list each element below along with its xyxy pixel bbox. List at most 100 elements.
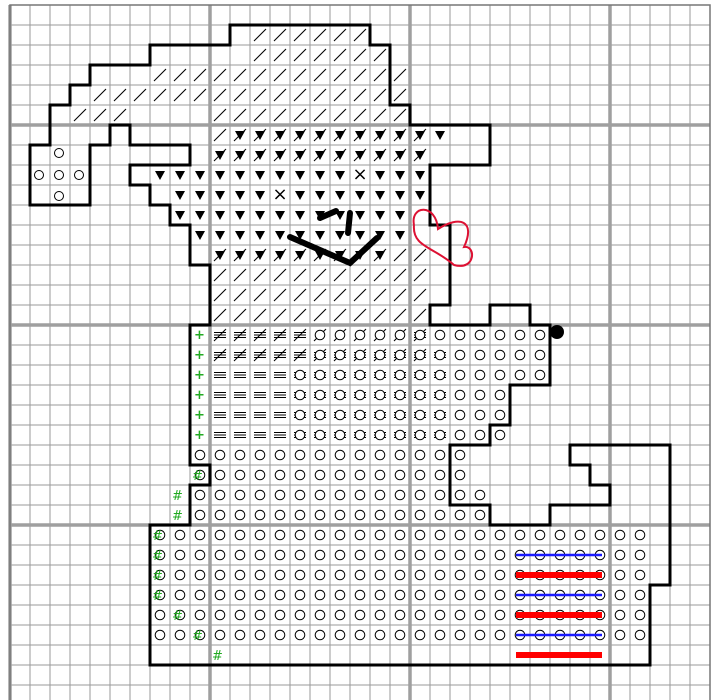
circle-stitch [475,550,485,560]
circle-stitch [315,510,325,520]
slash-stitch [134,89,146,101]
circle-stitch [615,530,625,540]
circle-stitch [355,530,365,540]
circle-stitch [395,510,405,520]
circle-stitch [455,450,465,460]
circle-stitch [375,630,385,640]
slash-stitch [374,289,386,301]
pompom-stitch [55,171,64,180]
circle-stitch [235,570,245,580]
triangle-stitch [375,211,385,220]
circle-stitch [295,630,305,640]
circle-stitch [215,510,225,520]
circle-stitch [415,390,425,400]
circle-stitch [275,570,285,580]
triangle-stitch [295,211,305,220]
circle-stitch [275,610,285,620]
slash-stitch [354,29,366,41]
circle-stitch [375,370,385,380]
circle-stitch [455,570,465,580]
circle-stitch [375,570,385,580]
slash-stitch [354,309,366,321]
slash-stitch [354,69,366,81]
slash-stitch [334,309,346,321]
circle-stitch [295,550,305,560]
circle-stitch [335,630,345,640]
slash-stitch [314,109,326,121]
slash-stitch [254,49,266,61]
slash-stitch [294,89,306,101]
circle-stitch [515,350,525,360]
circle-stitch [255,630,265,640]
circle-stitch [615,550,625,560]
circle-stitch [395,370,405,380]
pompom-stitch [35,171,44,180]
slash-stitch [294,289,306,301]
eye-cross: × [352,164,367,185]
triangle-stitch [335,231,345,240]
circle-stitch [435,510,445,520]
circle-stitch [475,350,485,360]
circle-stitch [375,330,385,340]
hash-edge-symbol: # [152,529,163,544]
hash-edge-symbol: # [212,649,223,664]
circle-stitch [475,370,485,380]
slash-stitch [174,89,186,101]
slash-stitch [234,269,246,281]
slash-stitch [374,269,386,281]
circle-stitch [375,430,385,440]
hash-edge-symbol: # [192,629,203,644]
circle-stitch [315,610,325,620]
circle-stitch [435,390,445,400]
slash-stitch [214,89,226,101]
slash-stitch [274,109,286,121]
triangle-stitch [275,211,285,220]
slash-stitch [394,309,406,321]
circle-stitch [195,590,205,600]
slash-stitch [354,269,366,281]
circle-stitch [415,350,425,360]
slash-stitch [194,69,206,81]
triangle-stitch [335,191,345,200]
hash-edge-symbol: # [192,469,203,484]
circle-stitch [455,470,465,480]
circle-stitch [435,490,445,500]
circle-stitch [315,390,325,400]
triangle-stitch [175,171,185,180]
slash-stitch [374,49,386,61]
circle-stitch [315,570,325,580]
slash-stitch [314,49,326,61]
circle-stitch [355,570,365,580]
circle-stitch [415,510,425,520]
circle-stitch [255,570,265,580]
circle-stitch [295,470,305,480]
circle-stitch [195,450,205,460]
triangle-stitch [395,171,405,180]
circle-stitch [395,330,405,340]
circle-stitch [275,630,285,640]
triangle-stitch [215,191,225,200]
circle-stitch [415,570,425,580]
circle-stitch [315,630,325,640]
circle-stitch [475,610,485,620]
circle-stitch [295,490,305,500]
circle-stitch [235,510,245,520]
circle-stitch [215,450,225,460]
circle-stitch [315,410,325,420]
slash-stitch [254,269,266,281]
circle-stitch [615,630,625,640]
circle-stitch [495,330,505,340]
circle-stitch [375,470,385,480]
circle-stitch [415,630,425,640]
circle-stitch [435,410,445,420]
circle-stitch [395,570,405,580]
circle-stitch [455,370,465,380]
circle-stitch [235,590,245,600]
circle-stitch [195,610,205,620]
slash-stitch [254,89,266,101]
triangle-stitch [195,231,205,240]
circle-stitch [495,430,505,440]
slash-stitch [254,109,266,121]
circle-stitch [335,570,345,580]
circle-stitch [215,590,225,600]
